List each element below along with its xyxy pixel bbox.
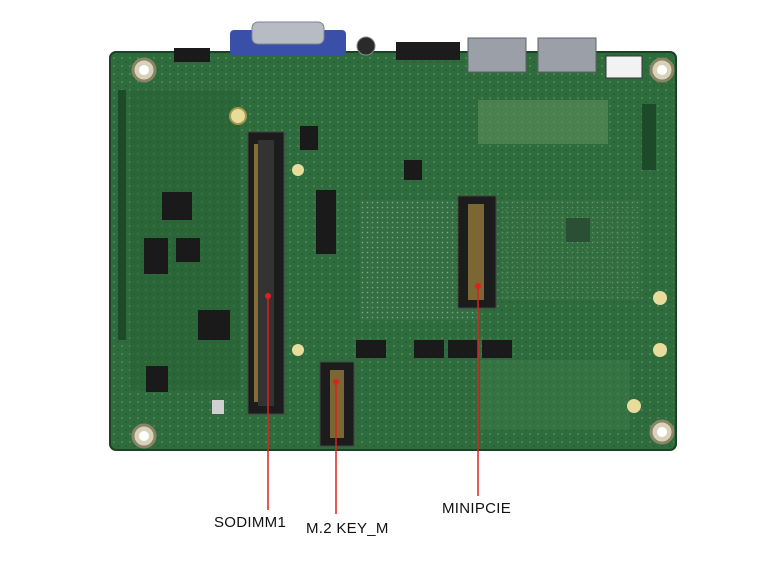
callout-label-minipcie: MINIPCIE xyxy=(442,500,512,517)
top-connectors xyxy=(174,21,643,79)
side-headers xyxy=(118,90,656,340)
chips xyxy=(144,126,590,414)
callout-label-m2-key-m: M.2 KEY_M xyxy=(306,520,389,537)
com-port-2 xyxy=(537,37,597,73)
sodimm-slot xyxy=(247,131,285,415)
com-port-1 xyxy=(467,37,527,73)
minipcie-slot xyxy=(457,195,497,309)
header-block xyxy=(396,42,460,60)
mounting-holes xyxy=(131,57,675,449)
audio-jack xyxy=(356,36,376,56)
m2-slot xyxy=(319,361,355,447)
power-connector xyxy=(605,55,643,79)
callout-lines xyxy=(265,283,481,514)
power-header xyxy=(174,48,210,62)
callout-dot-sodimm1 xyxy=(265,293,271,299)
callout-dot-minipcie xyxy=(475,283,481,289)
callout-label-sodimm1: SODIMM1 xyxy=(214,514,287,531)
callout-dot-m2 xyxy=(333,379,339,385)
